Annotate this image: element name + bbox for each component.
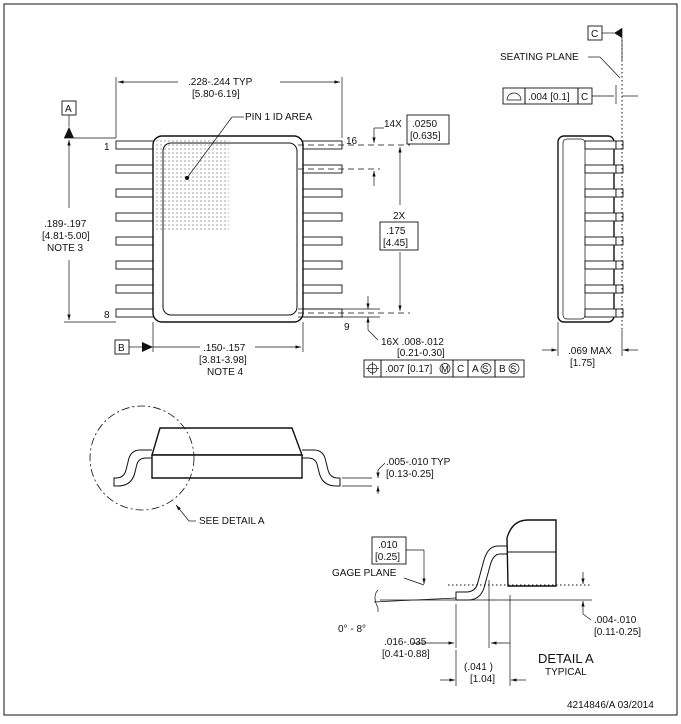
lead-thickness-mm: [0.13-0.25]: [386, 469, 434, 480]
detail-a-title: DETAIL A: [538, 651, 594, 666]
side-leads: [584, 140, 624, 318]
see-detail-label: SEE DETAIL A: [199, 516, 265, 527]
detail-a-subtitle: TYPICAL: [545, 667, 587, 678]
body-width-dim: .150-.157: [203, 343, 246, 354]
lead-ref-mm: [1.04]: [470, 674, 495, 685]
svg-text:C: C: [457, 364, 464, 375]
top-view: PIN 1 ID AREA 1 8 16 9 .228-.244 TYP [5.…: [42, 77, 525, 378]
svg-text:S: S: [482, 364, 488, 375]
standoff-dim: .004-.010: [594, 615, 637, 626]
body-width-note: NOTE 4: [207, 367, 244, 378]
pin-1-number: 1: [104, 142, 110, 153]
sheet-border: [3, 3, 678, 716]
svg-text:A: A: [472, 364, 479, 375]
pin-8-number: 8: [104, 310, 110, 321]
svg-text:.004 [0.1]: .004 [0.1]: [528, 92, 570, 103]
max-height-mm: [1.75]: [570, 358, 595, 369]
pitch-count: 14X: [384, 119, 402, 130]
svg-text:M: M: [441, 364, 449, 375]
body-length-note: NOTE 3: [47, 243, 84, 254]
lead-width-dim: 16X .008-.012: [381, 337, 444, 348]
pitch-mm: [0.635]: [410, 131, 441, 142]
front-left-lead: [113, 449, 152, 487]
lead-ref-dim: (.041 ): [464, 662, 493, 673]
span-mm: [4.45]: [383, 238, 408, 249]
overall-width-dim: .228-.244 TYP: [188, 77, 253, 88]
front-body-top: [151, 427, 304, 456]
body-length-mm: [4.81-5.00]: [42, 231, 90, 242]
pitch-box: [406, 114, 450, 145]
side-body: [557, 135, 615, 323]
pin-9-number: 9: [344, 322, 350, 333]
span-in: .175: [386, 226, 406, 237]
position-tolerance-frame: .007 [0.17] M C A S B S: [363, 359, 525, 378]
svg-text:C: C: [591, 29, 598, 40]
svg-text:B: B: [499, 364, 506, 375]
pitch-in: .0250: [412, 119, 437, 130]
body-length-dim: .189-.197: [44, 219, 87, 230]
flatness-frame: .004 [0.1] C: [502, 87, 593, 105]
pin1-label: PIN 1 ID AREA: [245, 112, 313, 123]
svg-text:.007 [0.17]: .007 [0.17]: [385, 364, 432, 375]
svg-text:S: S: [510, 364, 516, 375]
pin-16-number: 16: [346, 136, 358, 147]
lead-width-mm: [0.21-0.30]: [397, 348, 445, 359]
front-right-lead: [302, 449, 341, 487]
pin1-id-area: [155, 138, 229, 230]
body-width-mm: [3.81-3.98]: [199, 355, 247, 366]
detail-lead: [455, 545, 507, 601]
gage-mm: [0.25]: [375, 552, 400, 563]
drawing-number: 4214846/A 03/2014: [567, 700, 654, 711]
svg-text:B: B: [118, 343, 125, 354]
foot-length-mm: [0.41-0.88]: [382, 649, 430, 660]
front-body-bottom: [151, 454, 303, 479]
svg-text:A: A: [65, 104, 72, 115]
seating-plane-label: SEATING PLANE: [500, 52, 579, 63]
svg-text:C: C: [581, 92, 588, 103]
overall-width-mm: [5.80-6.19]: [192, 89, 240, 100]
standoff-mm: [0.11-0.25]: [594, 627, 641, 638]
detail-body: [506, 519, 557, 587]
foot-angle: 0° - 8°: [338, 624, 366, 635]
span-count: 2X: [393, 211, 406, 222]
side-view: C SEATING PLANE .004 [0.1] C .069 MAX [1…: [500, 25, 638, 369]
detail-a-view: .010 [0.25] GAGE PLANE 0° - 8° .016-.035…: [332, 519, 641, 686]
left-leads: [115, 140, 159, 318]
front-view: SEE DETAIL A .005-.010 TYP [0.13-0.25]: [89, 405, 451, 527]
lead-thickness-dim: .005-.010 TYP: [386, 457, 451, 468]
max-height-dim: .069 MAX: [568, 346, 612, 357]
span-box: [379, 221, 419, 251]
foot-length-dim: .016-.035: [384, 637, 427, 648]
gage-in: .010: [378, 540, 398, 551]
right-leads: [297, 140, 343, 318]
gage-plane-label: GAGE PLANE: [332, 568, 397, 579]
detail-a-circle: [89, 405, 195, 511]
gage-box: [371, 536, 407, 565]
